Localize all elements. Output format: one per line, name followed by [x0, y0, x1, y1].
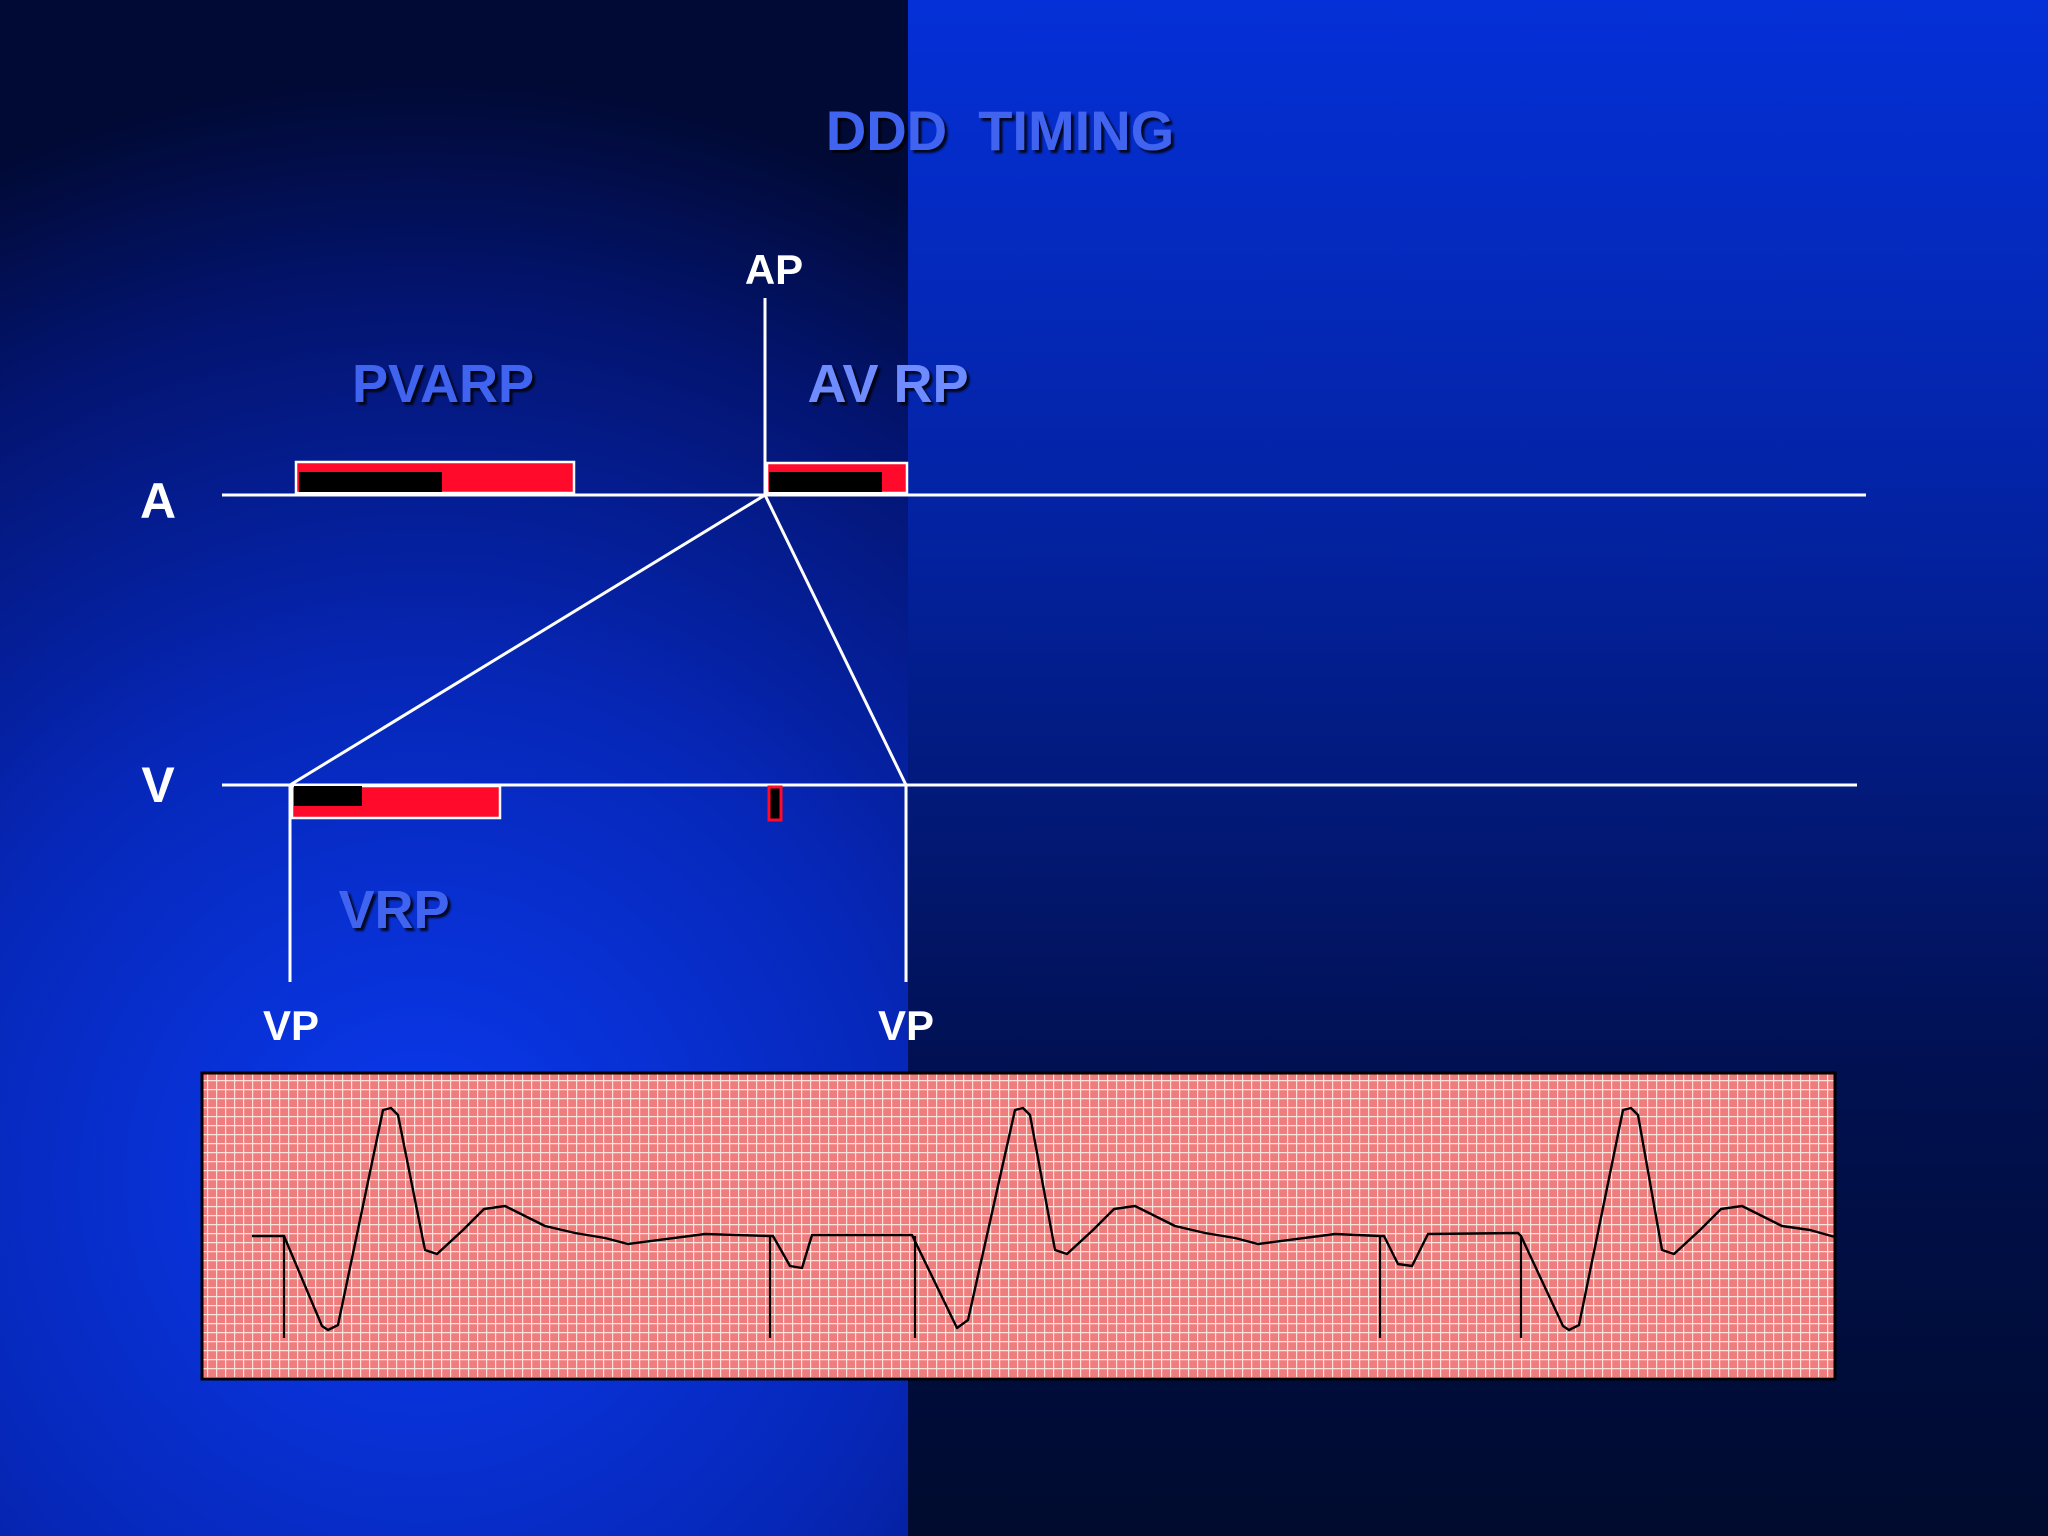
pvarp-bar — [294, 460, 576, 495]
ecg-trace — [252, 1106, 1836, 1332]
av-rp-label: AV RP — [807, 354, 968, 414]
ventricular-channel-label: V — [141, 757, 175, 813]
av-rp-bar — [765, 461, 909, 495]
pvarp-label: PVARP — [352, 354, 534, 414]
av-connector-left — [289, 493, 766, 787]
vrp-bar — [290, 784, 502, 820]
ventricular-blanking-mark — [767, 785, 783, 822]
atrial-pace-label: AP — [745, 246, 803, 293]
slide-title: DDD TIMING — [826, 99, 1174, 162]
ecg-strip — [200, 1071, 1837, 1381]
av-connector-right — [763, 494, 908, 786]
atrial-channel-label: A — [140, 473, 176, 529]
ventricular-pace-label-2: VP — [878, 1002, 934, 1049]
vrp-label: VRP — [338, 880, 449, 940]
ventricular-pace-label-1: VP — [263, 1002, 319, 1049]
pacing-spikes — [282, 1236, 1523, 1338]
